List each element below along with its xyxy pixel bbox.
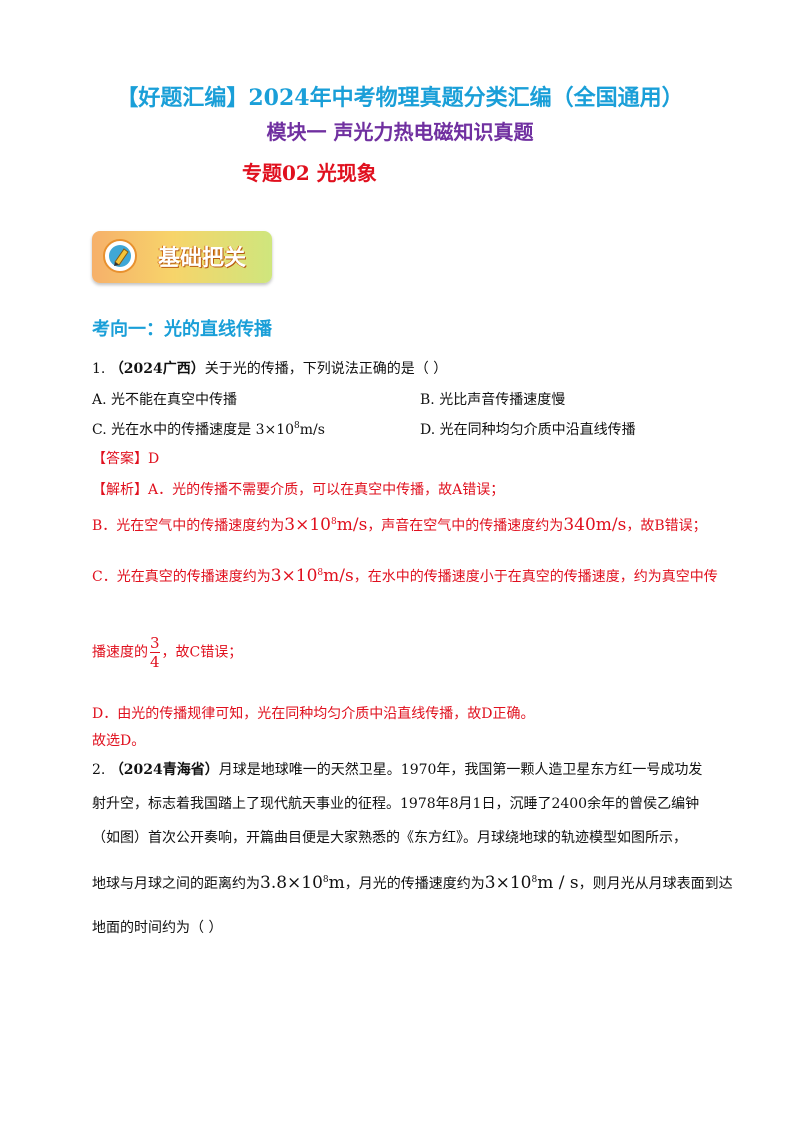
option-d: D. 光在同种均匀介质中沿直线传播 xyxy=(420,422,636,438)
question-text: ，月光的传播速度约为 xyxy=(344,876,485,892)
analysis-c-text: C．光在真空的传播速度约为 xyxy=(92,569,271,585)
question-text: ，则月光从月球表面到达 xyxy=(578,876,733,892)
question-text: 关于光的传播，下列说法正确的是（ ） xyxy=(204,361,448,377)
option-c: C. 光在水中的传播速度是 3×108m/s xyxy=(92,419,325,439)
formula-base: 3×10 xyxy=(484,873,532,893)
analysis-b-text: B．光在空气中的传播速度约为 xyxy=(92,518,285,534)
unit: m/s xyxy=(299,422,325,438)
option-a: A. 光不能在真空中传播 xyxy=(92,392,238,408)
question-2-line-3: （如图）首次公开奏响，开篇曲目便是大家熟悉的《东方红》。月球绕地球的轨迹模型如图… xyxy=(92,830,687,846)
question-1-stem: 1. （2024广西）关于光的传播，下列说法正确的是（ ） xyxy=(92,358,447,378)
module-title: 模块一 声光力热电磁知识真题 xyxy=(266,120,534,144)
exponent: 8 xyxy=(322,875,329,885)
unit: m / s xyxy=(537,873,579,893)
formula-base: 3×10 xyxy=(284,515,331,535)
question-source: （2024青海省） xyxy=(109,762,219,778)
sound-speed-value: 340m/s xyxy=(563,515,627,535)
analysis-c-text: ，在水中的传播速度小于在真空的传播速度，约为真空中传 xyxy=(353,569,718,585)
analysis-b-text: ，故B错误； xyxy=(626,518,707,534)
fraction-numerator: 3 xyxy=(150,634,160,652)
document-title: 【好题汇编】2024年中考物理真题分类汇编（全国通用） xyxy=(116,85,684,111)
topic-title: 专题02 光现象 xyxy=(242,161,377,185)
exponent: 8 xyxy=(531,875,538,885)
option-b: B. 光比声音传播速度慢 xyxy=(420,392,566,408)
answer-line: 【答案】D xyxy=(92,451,160,467)
unit: m/s xyxy=(336,515,368,535)
question-2-line-1: 2. （2024青海省）月球是地球唯一的天然卫星。1970年，我国第一颗人造卫星… xyxy=(92,759,702,779)
question-2-line-5: 地面的时间约为（ ） xyxy=(92,920,223,936)
unit: m/s xyxy=(323,566,354,586)
analysis-c-text: ，故C错误； xyxy=(161,644,243,661)
exponent: 8 xyxy=(294,421,300,431)
question-2-line-2: 射升空，标志着我国踏上了现代航天事业的征程。1978年8月1日，沉睡了2400余… xyxy=(92,796,700,812)
unit: m xyxy=(328,873,345,893)
question-text: 地球与月球之间的距离约为 xyxy=(92,876,260,892)
question-text: 月球是地球唯一的天然卫星。1970年，我国第一颗人造卫星东方红一号成功发 xyxy=(218,762,703,778)
option-c-text: C. 光在水中的传播速度是 3×10 xyxy=(92,422,295,438)
question-source: （2024广西） xyxy=(109,361,205,377)
formula-base: 3.8×10 xyxy=(260,873,323,893)
analysis-b: B．光在空气中的传播速度约为3×108m/s，声音在空气中的传播速度约为340m… xyxy=(92,515,707,535)
question-number: 1. xyxy=(92,361,106,377)
analysis-d: D．由光的传播规律可知，光在同种均匀介质中沿直线传播，故D正确。 xyxy=(92,706,535,722)
section-heading: 考向一：光的直线传播 xyxy=(92,319,272,340)
exponent: 8 xyxy=(317,568,324,578)
analysis-a: 【解析】A．光的传播不需要介质，可以在真空中传播，故A错误； xyxy=(92,482,505,498)
analysis-b-text: ，声音在空气中的传播速度约为 xyxy=(367,518,564,534)
analysis-c-text: 播速度的 xyxy=(92,644,148,661)
question-2-line-4: 地球与月球之间的距离约为3.8×108m，月光的传播速度约为3×108m / s… xyxy=(92,873,733,893)
conclusion: 故选D。 xyxy=(92,733,146,749)
section-banner: 基础把关 xyxy=(92,231,272,283)
pen-badge-icon xyxy=(103,239,137,273)
exponent: 8 xyxy=(331,517,337,527)
question-number: 2. xyxy=(92,762,106,778)
banner-label: 基础把关 xyxy=(158,246,247,271)
fraction-denominator: 4 xyxy=(150,652,160,671)
formula-base: 3×10 xyxy=(270,566,318,586)
analysis-c: C．光在真空的传播速度约为3×108m/s，在水中的传播速度小于在真空的传播速度… xyxy=(92,566,718,586)
